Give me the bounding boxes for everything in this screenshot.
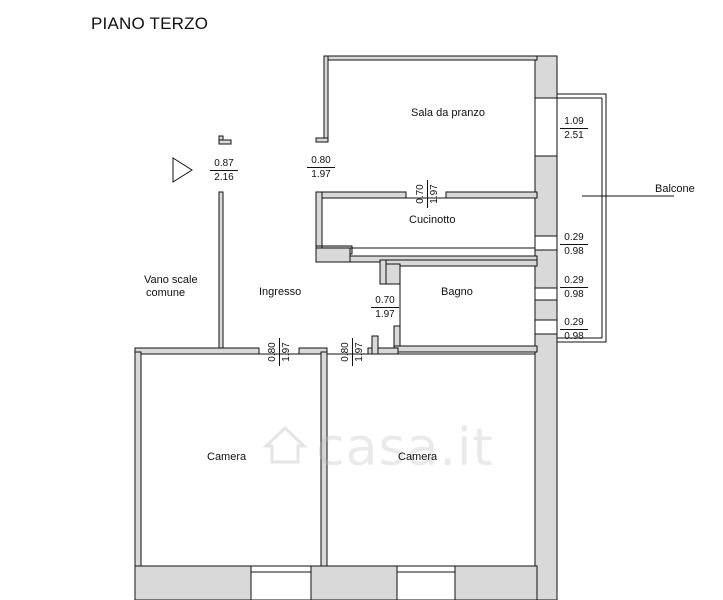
room-label-vano-scale: Vano scale bbox=[144, 274, 198, 286]
wall-bottom-3 bbox=[454, 565, 538, 600]
dim-height: 2.16 bbox=[214, 172, 234, 183]
wall-sala-left bbox=[323, 55, 329, 141]
wall-cucinotto-top-right bbox=[445, 191, 538, 199]
wall-cucinotto-bottom-step bbox=[315, 247, 351, 263]
room-label-camera-right: Camera bbox=[398, 451, 438, 463]
dim-width: 1.09 bbox=[560, 117, 588, 129]
dim-height: 1.97 bbox=[429, 184, 440, 204]
window-bagno-bottom bbox=[534, 319, 558, 335]
room-label-camera-left: Camera bbox=[207, 451, 247, 463]
dim-width: 0.29 bbox=[560, 233, 588, 245]
balcony-outline bbox=[557, 93, 607, 343]
dim-bagno-window-top: 0.29 0.98 bbox=[560, 276, 588, 300]
window-sala bbox=[534, 97, 558, 157]
dim-width: 0.87 bbox=[210, 159, 238, 171]
entrance-arrow-icon bbox=[172, 157, 193, 183]
camera-left-floor bbox=[140, 353, 322, 567]
dim-width: 0.29 bbox=[560, 318, 588, 330]
dim-cucinotto-door: 0.70 1.97 bbox=[415, 180, 440, 208]
dim-width: 0.70 bbox=[371, 296, 399, 308]
wall-cucinotto-top-left bbox=[315, 191, 407, 199]
dim-camera-left-door: 0.80 1.97 bbox=[267, 338, 292, 366]
cucinotto-floor bbox=[321, 197, 536, 249]
dim-height: 1.97 bbox=[281, 342, 292, 362]
wall-stair bbox=[218, 191, 224, 353]
wall-bagno-left-top bbox=[379, 259, 387, 285]
wall-camera-left bbox=[134, 351, 142, 600]
dim-sala-door: 0.80 1.97 bbox=[307, 156, 335, 180]
dim-height: 1.97 bbox=[354, 342, 365, 362]
dim-bagno-window-bottom: 0.29 0.98 bbox=[560, 318, 588, 342]
wall-bagno-step bbox=[385, 263, 401, 285]
dim-entrance-door: 0.87 2.16 bbox=[210, 159, 238, 183]
dim-height: 0.98 bbox=[564, 331, 584, 342]
window-bagno-top bbox=[534, 287, 558, 301]
wall-bottom-1 bbox=[134, 565, 252, 600]
dim-camera-right-door: 0.80 1.97 bbox=[340, 338, 365, 366]
room-label-balcone: Balcone bbox=[655, 183, 695, 195]
dim-height: 1.97 bbox=[311, 169, 331, 180]
wall-corridor-stub-left bbox=[371, 335, 379, 355]
dim-height: 0.98 bbox=[564, 289, 584, 300]
dim-height: 2.51 bbox=[564, 130, 584, 141]
wall-bottom-2 bbox=[310, 565, 398, 600]
window-cucinotto bbox=[534, 235, 558, 251]
watermark: casa.it bbox=[316, 418, 494, 478]
wall-camera-top-left bbox=[134, 347, 260, 355]
dim-width: 0.80 bbox=[307, 156, 335, 168]
window-camera-left bbox=[250, 565, 312, 600]
room-label-bagno: Bagno bbox=[441, 286, 473, 298]
wall-sala-top bbox=[323, 55, 538, 61]
dim-height: 0.98 bbox=[564, 246, 584, 257]
wall-cucinotto-left bbox=[315, 191, 323, 255]
dim-width: 0.80 bbox=[267, 338, 280, 366]
watermark-house-icon bbox=[262, 425, 308, 464]
dim-cucinotto-window: 0.29 0.98 bbox=[560, 233, 588, 257]
window-camera-right bbox=[396, 565, 456, 600]
wall-entrance-top bbox=[218, 139, 232, 145]
room-label-sala: Sala da pranzo bbox=[411, 107, 485, 119]
dim-bagno-door: 0.70 1.97 bbox=[371, 296, 399, 320]
wall-bagno-top bbox=[379, 259, 538, 267]
room-label-ingresso: Ingresso bbox=[259, 286, 302, 298]
wall-bagno-bottom bbox=[393, 345, 538, 353]
dim-width: 0.29 bbox=[560, 276, 588, 288]
room-label-comune: comune bbox=[146, 287, 186, 299]
dim-width: 0.70 bbox=[415, 180, 428, 208]
wall-stub-sala-door bbox=[315, 137, 329, 143]
dim-height: 1.97 bbox=[375, 309, 395, 320]
room-label-cucinotto: Cucinotto bbox=[409, 214, 456, 226]
dim-width: 0.80 bbox=[340, 338, 353, 366]
dim-sala-window: 1.09 2.51 bbox=[560, 117, 588, 141]
bagno-floor bbox=[399, 265, 536, 347]
plan-title: PIANO TERZO bbox=[91, 14, 209, 33]
